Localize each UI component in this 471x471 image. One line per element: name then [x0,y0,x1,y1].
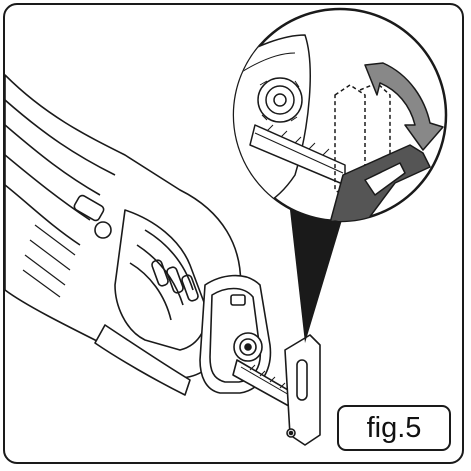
reciprocating-saw-illustration [5,7,448,446]
saw-body [5,74,321,446]
zoom-detail-circle [232,7,448,223]
figure-label: fig.5 [337,405,451,451]
figure-frame: fig.5 [3,3,464,464]
double-headed-curved-arrow-icon [364,62,444,151]
magnifier-pointer [290,210,345,343]
